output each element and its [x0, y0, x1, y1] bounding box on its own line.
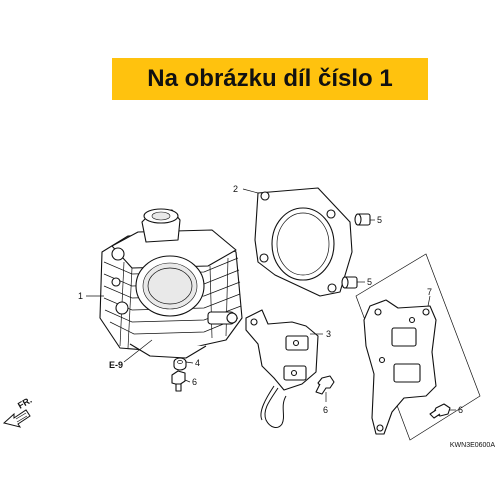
callout-4: 4: [195, 358, 200, 368]
callout-5-upper: 5: [377, 215, 382, 225]
callout-1: 1: [78, 291, 83, 301]
callout-7: 7: [427, 287, 432, 297]
callout-3: 3: [326, 329, 331, 339]
bracket-assembly: [363, 299, 437, 435]
bolt-right: [429, 403, 451, 419]
bolt-center: [315, 375, 335, 395]
cylinder-gasket: [254, 187, 353, 297]
bolt-left: [171, 370, 186, 392]
leader-2: [242, 188, 259, 194]
title-banner: Na obrázku díl číslo 1: [112, 58, 428, 100]
leader-e9: [123, 339, 153, 363]
dowel-pin-lower: [341, 276, 358, 289]
washer: [173, 357, 187, 371]
callout-2: 2: [233, 184, 238, 194]
leader-7: [427, 295, 431, 307]
front-direction-arrow: [2, 409, 31, 428]
banner-text: Na obrázku díl číslo 1: [147, 65, 393, 92]
cylinder: [99, 208, 243, 359]
callout-6-right: 6: [458, 405, 463, 415]
callout-6-left: 6: [192, 377, 197, 387]
leader-4: [185, 361, 194, 364]
front-label: FR.: [16, 395, 34, 411]
callout-6-center: 6: [323, 405, 328, 415]
dowel-pin-upper: [354, 213, 371, 226]
callout-5-lower: 5: [367, 277, 372, 287]
leader-6a: [184, 379, 191, 383]
diagram-code: KWN3E0600A: [450, 442, 495, 449]
reference-e9: E-9: [109, 360, 123, 370]
bracket: [245, 309, 319, 428]
